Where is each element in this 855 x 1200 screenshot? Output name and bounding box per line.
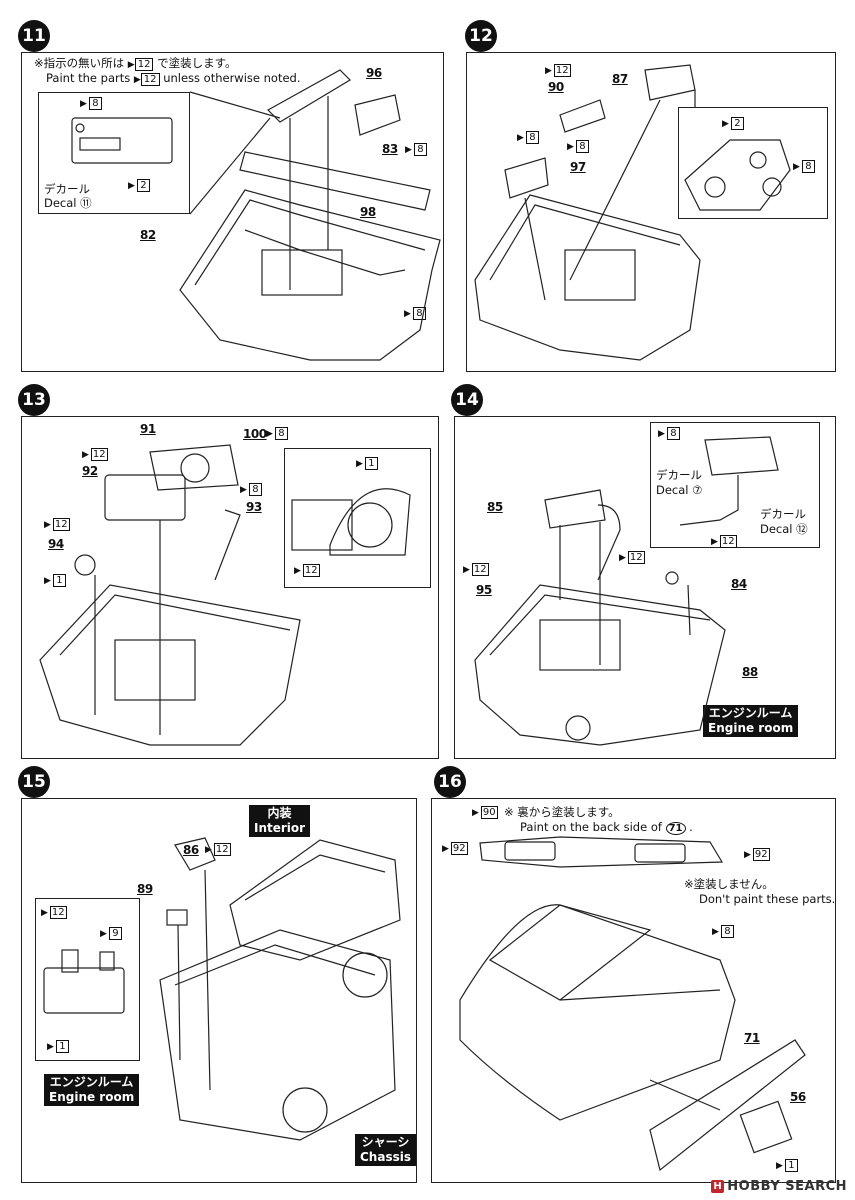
step-13-paint-93top: ▶8 xyxy=(240,483,262,496)
step-12-paint-inset-top: ▶2 xyxy=(722,117,744,130)
step-15-inset xyxy=(35,898,140,1061)
step-11-note-jp: ※指示の無い所は ▶12 で塗装します。 xyxy=(34,56,237,71)
step-16-paint-92-right: ▶92 xyxy=(744,848,770,861)
step-12-part-87: 87 xyxy=(612,72,628,86)
step-13-paint-100: ▶8 xyxy=(266,427,288,440)
step-11-part-82: 82 xyxy=(140,228,156,242)
step-15-paint-inset-1: ▶1 xyxy=(47,1040,69,1053)
step-16-paint-92-left: ▶92 xyxy=(442,842,468,855)
step-12-paint-90: ▶8 xyxy=(517,131,539,144)
step-14-inset xyxy=(650,422,820,548)
step-13-paint-94bot: ▶1 xyxy=(44,574,66,587)
step-12-paint-inset-side: ▶8 xyxy=(793,160,815,173)
step-14-paint-inset-top: ▶8 xyxy=(658,427,680,440)
step-14-drawing xyxy=(474,436,779,746)
step-11-decal-label: デカール xyxy=(44,182,90,196)
step-11-inset xyxy=(38,92,190,214)
step-11-part-96: 96 xyxy=(366,66,382,80)
step-11-part-83: 83 xyxy=(382,142,398,156)
step-16-drawing xyxy=(459,836,806,1172)
step-12-part-97: 97 xyxy=(570,160,586,174)
step-13-paint-inset-top: ▶1 xyxy=(356,457,378,470)
step-16-part-71: 71 xyxy=(744,1031,760,1045)
step-14-part-85: 85 xyxy=(487,500,503,514)
step-13-paint-94top: ▶12 xyxy=(44,518,70,531)
step-16-badge: 16 xyxy=(434,766,466,798)
step-15-drawing xyxy=(43,837,401,1141)
step-14-part-95: 95 xyxy=(476,583,492,597)
step-13-paint-inset-bot: ▶12 xyxy=(294,564,320,577)
step-15-badge: 15 xyxy=(18,766,50,798)
step-12-badge: 12 xyxy=(465,20,497,52)
step-14-decal2-en: Decal ⑫ xyxy=(760,522,808,536)
step-14-decal1-en: Decal ⑦ xyxy=(656,483,703,497)
step-11-paint-inset-top: ▶8 xyxy=(80,97,102,110)
step-15-part-89: 89 xyxy=(137,882,153,896)
step-16-panel xyxy=(431,798,836,1183)
step-16-paint-1: ▶1 xyxy=(776,1159,798,1172)
step-16-note1-jp: ※ 裏から塗装します。 xyxy=(504,805,620,819)
step-13-part-91: 91 xyxy=(140,422,156,436)
step-11-badge: 11 xyxy=(18,20,50,52)
step-12-inset xyxy=(678,107,828,219)
step-15-paint-inset-9: ▶9 xyxy=(100,927,122,940)
step-14-paint-95: ▶12 xyxy=(463,563,489,576)
step-15-part-86: 86 xyxy=(183,843,199,857)
step-13-part-94: 94 xyxy=(48,537,64,551)
step-14-decal2-jp: デカール xyxy=(760,507,806,521)
step-12-drawing xyxy=(474,64,791,361)
step-13-drawing xyxy=(39,444,411,746)
step-11-part-98: 98 xyxy=(360,205,376,219)
step-13-part-92: 92 xyxy=(82,464,98,478)
step-14-badge: 14 xyxy=(451,384,483,416)
step-14-decal1-jp: デカール xyxy=(656,468,702,482)
step-13-paint-92top: ▶12 xyxy=(82,448,108,461)
step-13-badge: 13 xyxy=(18,384,50,416)
step-16-note2-jp: ※塗装しません。 xyxy=(684,877,774,891)
step-16-paint-90: ▶90 xyxy=(472,806,498,819)
step-11-paint-83: ▶8 xyxy=(405,143,427,156)
step-14-paint-inset-bot: ▶12 xyxy=(711,535,737,548)
step-14-part-88: 88 xyxy=(742,665,758,679)
step-15-paint-86: ▶12 xyxy=(205,843,231,856)
step-12-part-90: 90 xyxy=(548,80,564,94)
step-16-part-56: 56 xyxy=(790,1090,806,1104)
step-14-paint-mid: ▶12 xyxy=(619,551,645,564)
step-12-paint-97: ▶8 xyxy=(567,140,589,153)
step-11-paint-body: ▶8 xyxy=(404,307,426,320)
step-14-part-84: 84 xyxy=(731,577,747,591)
step-12-paint-top: ▶12 xyxy=(545,64,571,77)
step-11-note-en: Paint the parts ▶12 unless otherwise not… xyxy=(46,71,301,86)
step-16-note1-en: Paint on the back side of 71 . xyxy=(520,820,693,835)
step-16-note2-en: Don't paint these parts. xyxy=(699,892,836,906)
step-11-paint-inset-side: ▶2 xyxy=(128,179,150,192)
step-16-paint-8: ▶8 xyxy=(712,925,734,938)
step-13-part-93: 93 xyxy=(246,500,262,514)
step-11-drawing xyxy=(71,69,441,361)
step-11-decal-en: Decal ⑪ xyxy=(44,196,92,210)
step-15-paint-inset-12: ▶12 xyxy=(41,906,67,919)
step-13-part-100: 100 xyxy=(243,427,267,441)
